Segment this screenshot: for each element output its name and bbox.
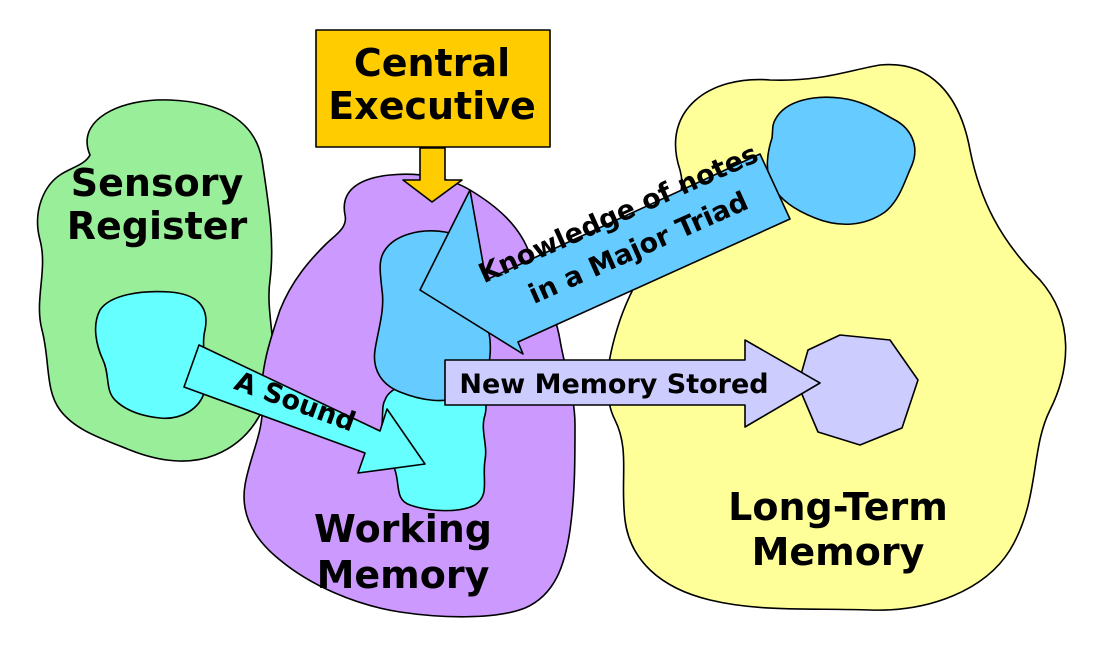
long-term-memory-label-line2: Memory bbox=[752, 530, 925, 574]
sensory-register-label-line2: Register bbox=[67, 204, 248, 248]
sensory-register-label-line1: Sensory bbox=[71, 161, 244, 205]
working-memory-label-line2: Memory bbox=[317, 553, 490, 597]
central-executive-box bbox=[315, 29, 551, 148]
long-term-memory-label-line1: Long-Term bbox=[728, 485, 948, 529]
central-executive-label-line2: Executive bbox=[328, 84, 536, 128]
central-executive-label-line1: Central bbox=[354, 41, 510, 85]
stored-arrow bbox=[444, 339, 821, 428]
sound-arrow bbox=[183, 344, 426, 474]
knowledge-blob-long-term bbox=[766, 96, 916, 226]
working-memory-label-line1: Working bbox=[314, 507, 492, 551]
central-executive-down-arrow bbox=[402, 147, 463, 203]
sound-blob-sensory bbox=[94, 290, 208, 419]
stored-arrow-label: New Memory Stored bbox=[459, 369, 768, 400]
new-memory-blob bbox=[797, 334, 919, 446]
knowledge-arrow bbox=[419, 153, 791, 355]
